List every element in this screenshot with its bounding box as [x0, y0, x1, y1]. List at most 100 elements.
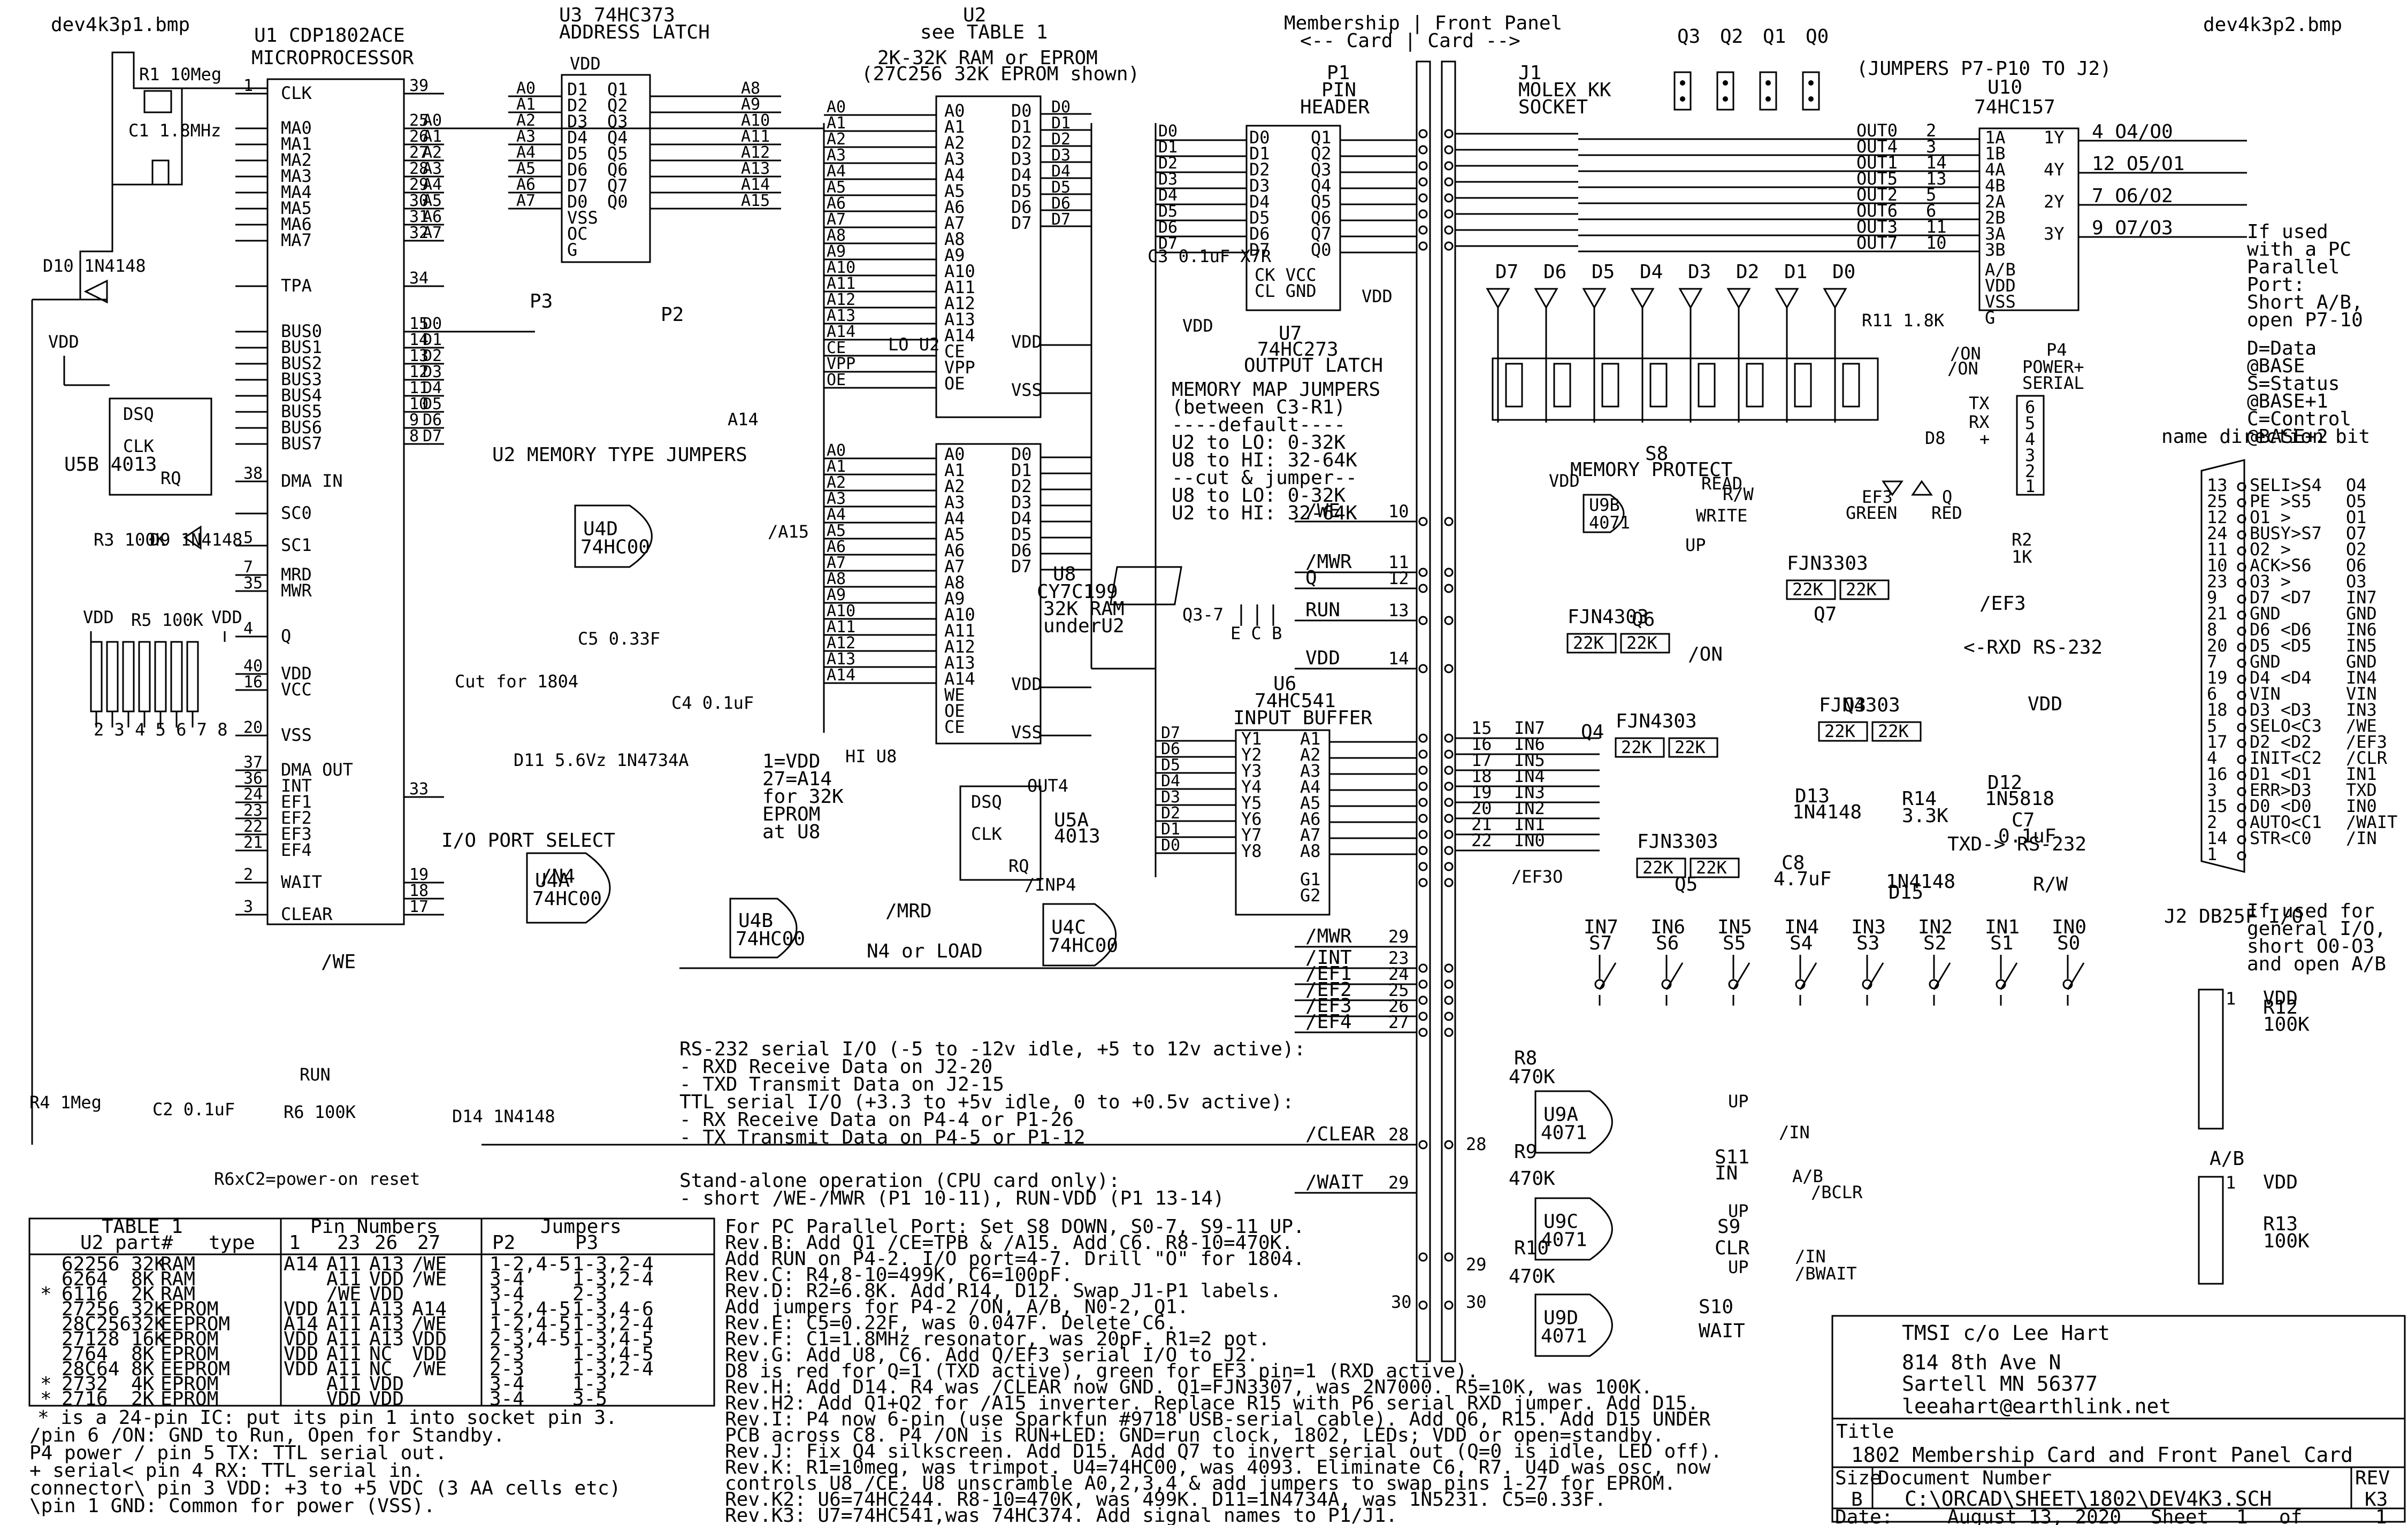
u8-pin: A8	[944, 572, 965, 593]
table1-cell: A11	[326, 1343, 361, 1365]
u1-pin-left: CLEAR	[281, 904, 333, 924]
table1-cell: /WE	[412, 1313, 447, 1335]
pin-circle	[1418, 664, 1428, 673]
table1-head: P3	[575, 1232, 598, 1254]
u6-out-label: D5	[1161, 756, 1180, 775]
u1-pin-left: MWR	[281, 580, 312, 601]
u2-pin: A11	[944, 277, 975, 297]
r8-label: R8	[1514, 1047, 1537, 1069]
rev-note-line: Add jumpers for P4-2 /ON, A/B, N0-2, Q1.	[725, 1296, 1189, 1318]
u10-name: U10	[1987, 76, 2022, 98]
table1-cell: 1-3,2-4	[572, 1358, 654, 1380]
r11-element	[1505, 363, 1523, 408]
u7-pin: D2	[1249, 159, 1270, 180]
table1-cell: NC	[369, 1343, 392, 1365]
table1-cell: A13	[369, 1253, 404, 1275]
db25-pin: 14	[2207, 828, 2228, 848]
u10-pin: 4B	[1985, 175, 2006, 196]
u6-pin: A7	[1300, 825, 1321, 845]
u8-pin: WE	[944, 685, 965, 705]
db25-signal: O4	[2346, 475, 2367, 495]
u8-pin: A7	[944, 556, 965, 577]
u8-pin: D3	[1011, 492, 1032, 512]
u1-pin-left: MA3	[281, 166, 312, 186]
table1-cell: RAM	[160, 1283, 195, 1305]
table1-cell: RAM	[160, 1268, 195, 1290]
p1-signal-name: VDD	[1305, 647, 1340, 669]
u2-addr-label: A2	[827, 130, 846, 149]
table1-cell: 2K	[131, 1283, 155, 1305]
u6-pin: G1	[1300, 869, 1321, 890]
p1-pin-num: 18	[1471, 766, 1492, 786]
table1-cell: A11	[326, 1373, 361, 1395]
db25-name: ACK>S6	[2250, 555, 2312, 576]
u7-pin: Q4	[1311, 175, 1332, 196]
db25-name: O1 >	[2250, 507, 2291, 527]
p3-label: P3	[530, 290, 553, 312]
svg-text:READ: READ	[1701, 473, 1742, 494]
pc-note-line: D=Data	[2247, 338, 2317, 359]
on-label: /ON	[1950, 343, 1981, 364]
out-pin-num: 2	[1926, 120, 1936, 141]
u2-pin: A4	[944, 165, 965, 185]
r13-label: R13	[2263, 1213, 2298, 1235]
general-io-line: short O0-O3	[2247, 936, 2374, 957]
u1-pin-num: 35	[243, 574, 263, 593]
led-label: D3	[1688, 261, 1711, 283]
u6-desc: 74HC541	[1255, 690, 1336, 712]
u3-out-label: A15	[741, 191, 770, 210]
pc-note-line: @BASE+1	[2247, 390, 2328, 412]
bwait-label: /BWAIT	[1795, 1263, 1857, 1284]
pin-circle	[1418, 517, 1428, 526]
vdd-label: VDD	[2263, 1171, 2298, 1193]
db25-name: GND	[2250, 652, 2281, 672]
p1-signal-name: /WAIT	[1305, 1171, 1363, 1193]
p1-pin-num: 30	[1466, 1292, 1487, 1312]
u2-pin: A1	[944, 117, 965, 137]
led-label: D0	[1832, 261, 1855, 283]
r5-element	[106, 641, 119, 712]
u1-pin-left: CLK	[281, 83, 312, 103]
jumper-block	[1802, 71, 1820, 111]
u6-out-label: D4	[1161, 772, 1180, 791]
u2-body	[935, 95, 1042, 418]
db25-name: VIN	[2250, 684, 2281, 704]
u3-in-label: A4	[516, 143, 536, 162]
u1-pin-left: MA2	[281, 150, 312, 170]
p1-pin-num: 19	[1471, 782, 1492, 802]
p1-signal-name: /EF2	[1305, 979, 1352, 1001]
db25-name: GND	[2250, 603, 2281, 624]
jumper-dot	[1765, 80, 1771, 86]
svg-text:P1: P1	[1327, 62, 1350, 84]
u1-pin-left: MA6	[281, 214, 312, 234]
table1-cell: A14	[412, 1298, 447, 1320]
u8-pin: A11	[944, 620, 975, 641]
pin-circle	[1444, 177, 1454, 187]
rs232-note-line: TTL serial I/O (+3.3 to +5v idle, 0 to +…	[679, 1091, 1294, 1113]
d9-diode	[183, 525, 202, 550]
db25-header: name direction bit	[2161, 426, 2370, 448]
p1-pin-num: 28	[1466, 1134, 1487, 1154]
table1-cell: VDD	[284, 1328, 318, 1350]
svg-text:CLK: CLK	[123, 436, 155, 456]
table1-cell: 8K	[131, 1343, 155, 1365]
db25-pin: 1	[2207, 844, 2217, 864]
p3-caption: U2 MEMORY TYPE JUMPERS	[492, 444, 747, 466]
resistor-22k	[1690, 857, 1740, 878]
u1-pin-left: EF2	[281, 808, 312, 828]
u2-pin: D7	[1011, 213, 1032, 233]
pin-circle	[1444, 862, 1454, 871]
svg-text:RX: RX	[1969, 412, 1990, 432]
out-pin-num: 11	[1926, 217, 1947, 237]
db25-signal: IN4	[2346, 668, 2377, 688]
svg-text:DSQ: DSQ	[123, 404, 154, 424]
svg-text:WRITE: WRITE	[1696, 505, 1747, 526]
table1-cell: 2-3	[572, 1283, 607, 1305]
db25-signal: O2	[2346, 539, 2367, 560]
u8-sub2: underU2	[1043, 615, 1125, 637]
u1-bus-label: D7	[423, 427, 442, 446]
table1-cell: 1-2,4-5	[490, 1298, 571, 1320]
